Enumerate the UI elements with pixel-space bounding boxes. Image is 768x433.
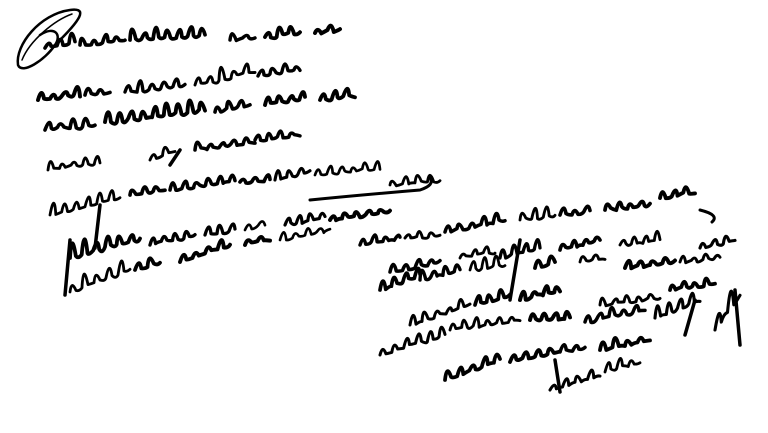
scribble-word [443,352,502,382]
scribble-word [68,259,132,294]
scribble-word [668,276,717,292]
scribble-word [103,98,207,126]
scribble-word [508,346,562,364]
scribble-word [263,90,307,107]
scribble-word [443,211,507,234]
scribble-word [578,253,607,264]
scribble-word [263,25,302,41]
scribble-stroke [733,288,742,347]
scribble-word [623,255,677,271]
scribble-word [313,23,342,36]
scribble-word [603,357,642,374]
scribble-stroke [63,238,72,297]
scribble-word [378,325,447,357]
scribble-word [378,266,422,292]
scribble-word [133,256,162,272]
scribble-word [558,343,587,354]
scribble-word [123,77,187,94]
scribble-word [468,254,507,272]
scribble-word [388,173,442,188]
scribble-word [528,309,572,323]
scribble-stroke [553,358,562,394]
scribble-word [473,288,512,307]
scribble-word [328,208,392,223]
scribble-word [68,233,142,260]
scribble-word [148,229,197,247]
scribble-word [36,85,82,102]
scribble-word [228,32,257,43]
scribble-word [558,204,592,217]
scribble-word [653,291,702,320]
scribble-word [458,245,497,260]
scribble-word [658,185,697,201]
scribble-word [598,335,652,352]
scribble-stroke [168,148,182,167]
scribble-word [618,229,662,247]
scribble-word [408,298,472,327]
scribble-word [128,185,167,197]
scribble-word [533,254,557,270]
scribble-word [358,233,402,247]
scribble-word [43,116,97,132]
scribble-flourish [308,176,433,202]
scribble-word [253,129,302,143]
scribble-word [403,230,442,240]
scribble-word [603,199,652,213]
scribble-word [256,62,302,78]
handwriting-strokes [16,8,742,394]
scribble-word [558,235,602,252]
scribble-stroke [508,238,522,302]
scribble-word [243,235,272,247]
scribble-word [168,173,237,193]
scribble-word [273,166,312,182]
scribble-word [48,189,122,217]
scribble-word [178,238,232,264]
scribble-loop [16,8,82,70]
scribble-word [418,263,462,282]
scribble-word [203,222,237,237]
scribble-word [193,62,257,87]
scribble-loop-inner [21,13,73,61]
scribble-stroke [683,298,697,337]
scribble-word [283,211,327,227]
scribble-word [598,293,662,308]
scribble-word [448,315,522,332]
scribble-word [128,25,207,43]
scribble-word [243,220,267,232]
scribble-flourish [698,208,716,224]
scribble-word [83,86,112,97]
scribble-word [46,155,102,172]
scribble-word [148,145,177,162]
scribble-word [278,227,332,242]
scribble-word [678,252,722,265]
scribble-word [583,303,647,325]
scribble-word [238,173,272,185]
scribble-word [213,98,252,114]
scribble-word [313,160,382,177]
scribble-word [518,205,557,222]
scribble-word [318,86,357,103]
scribble-word [193,136,257,152]
scribble-stroke [93,203,102,250]
scribble-word [388,257,442,274]
scribble-word [698,234,737,250]
scribble-word [518,284,562,302]
scribble-word [78,32,127,47]
